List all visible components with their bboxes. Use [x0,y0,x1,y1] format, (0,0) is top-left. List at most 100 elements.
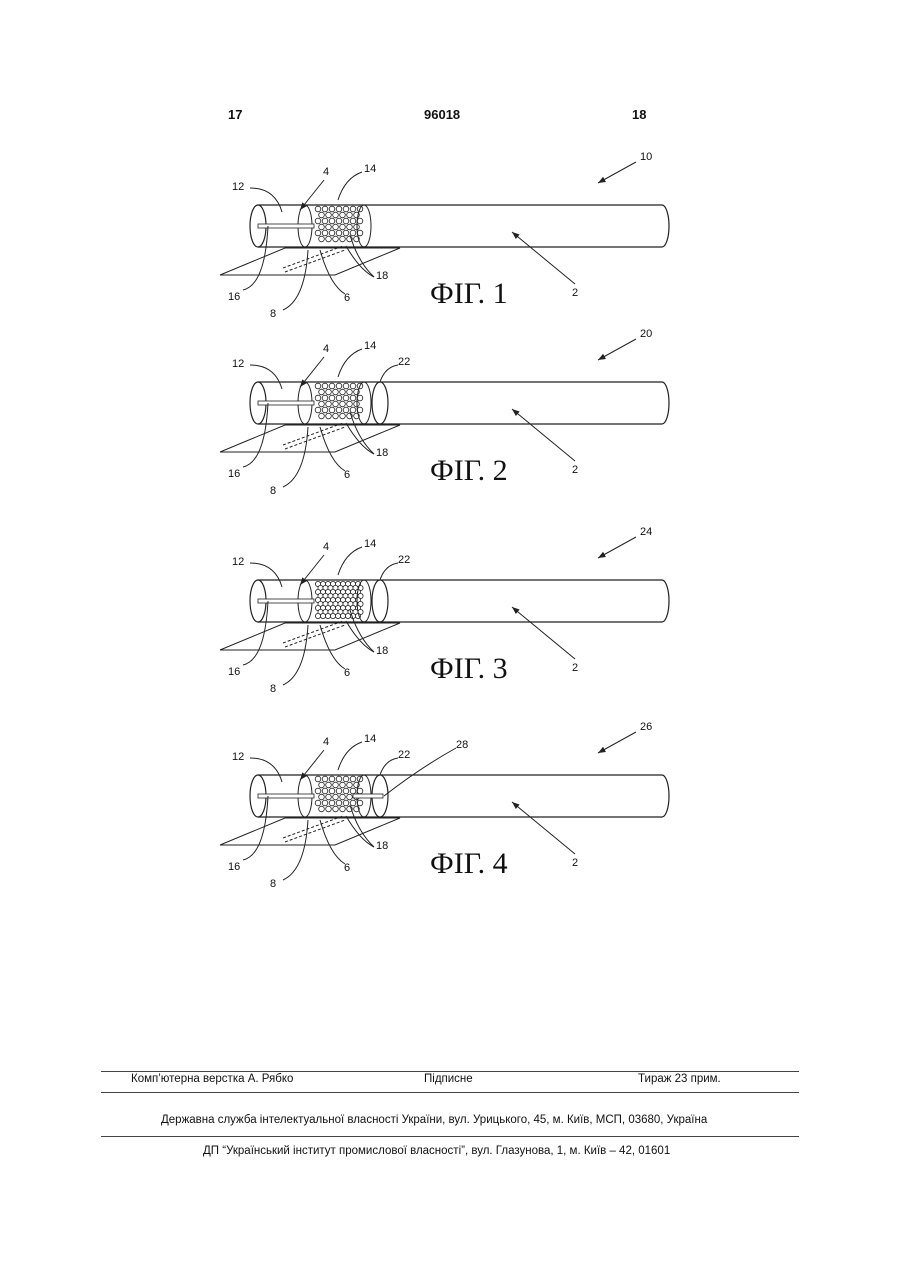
bead [326,224,332,230]
figure-3: 1241422168618224ФІГ. 3 [220,526,669,695]
leader-2 [512,802,575,854]
footer-layout-credit: Комп’ютерна верстка А. Рябко [131,1073,293,1085]
base-sheet-plane [220,623,400,650]
bead [336,230,342,236]
bead [336,788,342,794]
footer-circulation: Тираж 23 прим. [638,1073,721,1085]
heater-rod [258,224,314,228]
bead [329,395,335,401]
label-12: 12 [232,556,244,568]
figure-caption: ФІГ. 3 [430,652,508,685]
dashed-wire [285,427,345,449]
label-16: 16 [228,468,240,480]
bead [343,776,349,782]
bead [319,794,325,800]
bead [322,206,328,212]
bead [340,782,346,788]
label-16: 16 [228,861,240,873]
bead [354,224,360,230]
arrow-head [598,747,606,753]
filter-ring [372,382,388,424]
bead [347,224,353,230]
bead [319,212,325,218]
figure-caption: ФІГ. 1 [430,277,508,310]
bead [322,788,328,794]
bead [343,407,349,413]
label-28: 28 [456,739,468,751]
heater-rod [258,401,314,405]
figure-2: 1241422168618220ФІГ. 2 [220,328,669,497]
label-12: 12 [232,181,244,193]
label-ref: 24 [640,526,652,538]
bead [326,782,332,788]
base-sheet-plane [220,818,400,845]
bead [326,401,332,407]
dashed-wire [283,423,343,445]
bead [315,206,321,212]
label-8: 8 [270,683,276,695]
bead [326,236,332,242]
label-ref: 20 [640,328,652,340]
tube-end-cap [662,775,669,817]
figure-1: 12414168618210ФІГ. 1 [220,151,669,320]
bead [329,776,335,782]
label-18: 18 [376,447,388,459]
label-22: 22 [398,554,410,566]
bead [322,800,328,806]
base-sheet-plane [220,248,400,275]
leader-line [338,547,362,575]
bead [350,218,356,224]
dashed-wire [285,250,345,272]
bead [322,218,328,224]
base-sheet-plane [220,425,400,452]
label-8: 8 [270,878,276,890]
leader-2 [512,607,575,659]
bead [326,794,332,800]
leader-line [283,427,308,487]
bead [340,401,346,407]
bead [350,230,356,236]
bead [340,806,346,812]
heater-rod [258,794,314,798]
leader-line [283,820,308,880]
bead [333,413,339,419]
label-18: 18 [376,270,388,282]
bead [333,794,339,800]
bead [315,230,321,236]
figure-caption: ФІГ. 4 [430,847,508,880]
bead [340,413,346,419]
bead [329,788,335,794]
bead [336,383,342,389]
bead [340,613,345,618]
bead [347,794,353,800]
footer-institute-address: ДП “Український інститут промислової вла… [203,1145,670,1157]
dashed-wire [283,246,343,268]
leader-line [350,235,374,277]
bead [357,218,363,224]
bead [336,800,342,806]
bead [350,395,356,401]
bead [315,800,321,806]
bead [329,383,335,389]
bead [350,407,356,413]
bead [333,401,339,407]
bead [319,389,325,395]
bead [333,806,339,812]
bead [350,206,356,212]
bead [336,407,342,413]
figure-caption: ФІГ. 2 [430,454,508,487]
leader-2 [512,232,575,284]
bead [336,218,342,224]
bead [329,230,335,236]
bead [354,401,360,407]
label-6: 6 [344,667,350,679]
bead [343,206,349,212]
bead [343,788,349,794]
bead [333,212,339,218]
arrow-head [598,177,606,183]
bead [350,383,356,389]
footer-office-address: Державна служба інтелектуальної власност… [161,1114,707,1126]
inner-tube [353,794,383,798]
bead [322,776,328,782]
